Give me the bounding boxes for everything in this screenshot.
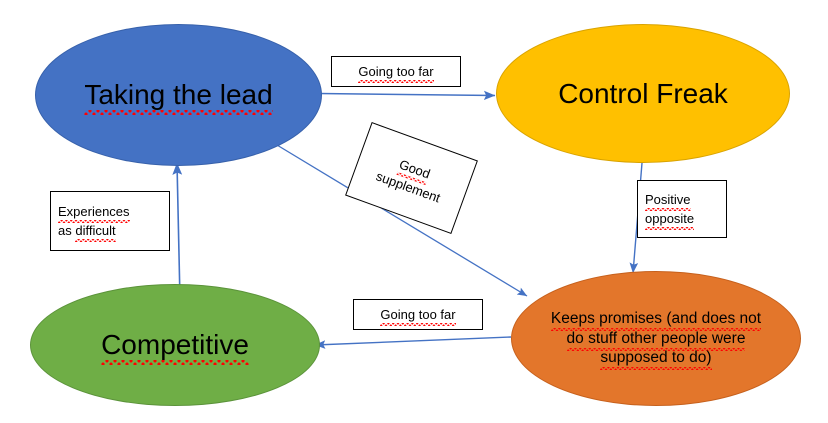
- edge-label-experiences-as-difficult[interactable]: Experiences as difficult: [50, 191, 170, 251]
- node-competitive[interactable]: Competitive: [30, 284, 320, 406]
- arrow-keeps-promises-to-competitive: [314, 336, 512, 349]
- edge-label-positive-opposite[interactable]: Positive opposite: [637, 180, 727, 238]
- experiences-line-2: as difficult: [58, 221, 116, 242]
- node-keeps-promises-label: Keeps promises (and does not do stuff ot…: [550, 309, 762, 371]
- arrow-lead-to-keeps-promises: [271, 141, 528, 297]
- edge-label-going-too-far-bottom[interactable]: Going too far: [353, 299, 483, 330]
- node-control-freak-label: Control Freak: [558, 77, 728, 109]
- node-keeps-promises[interactable]: Keeps promises (and does not do stuff ot…: [511, 271, 801, 406]
- arrow-competitive-to-lead: [172, 162, 183, 301]
- node-taking-the-lead-label: Taking the lead: [78, 77, 278, 116]
- edge-label-going-too-far-top[interactable]: Going too far: [331, 56, 461, 87]
- node-control-freak[interactable]: Control Freak: [496, 24, 790, 163]
- difficult-word: difficult: [75, 221, 116, 242]
- node-taking-the-lead[interactable]: Taking the lead: [35, 24, 322, 166]
- node-competitive-label: Competitive: [95, 327, 255, 366]
- arrow-lead-to-control-freak: [318, 90, 496, 101]
